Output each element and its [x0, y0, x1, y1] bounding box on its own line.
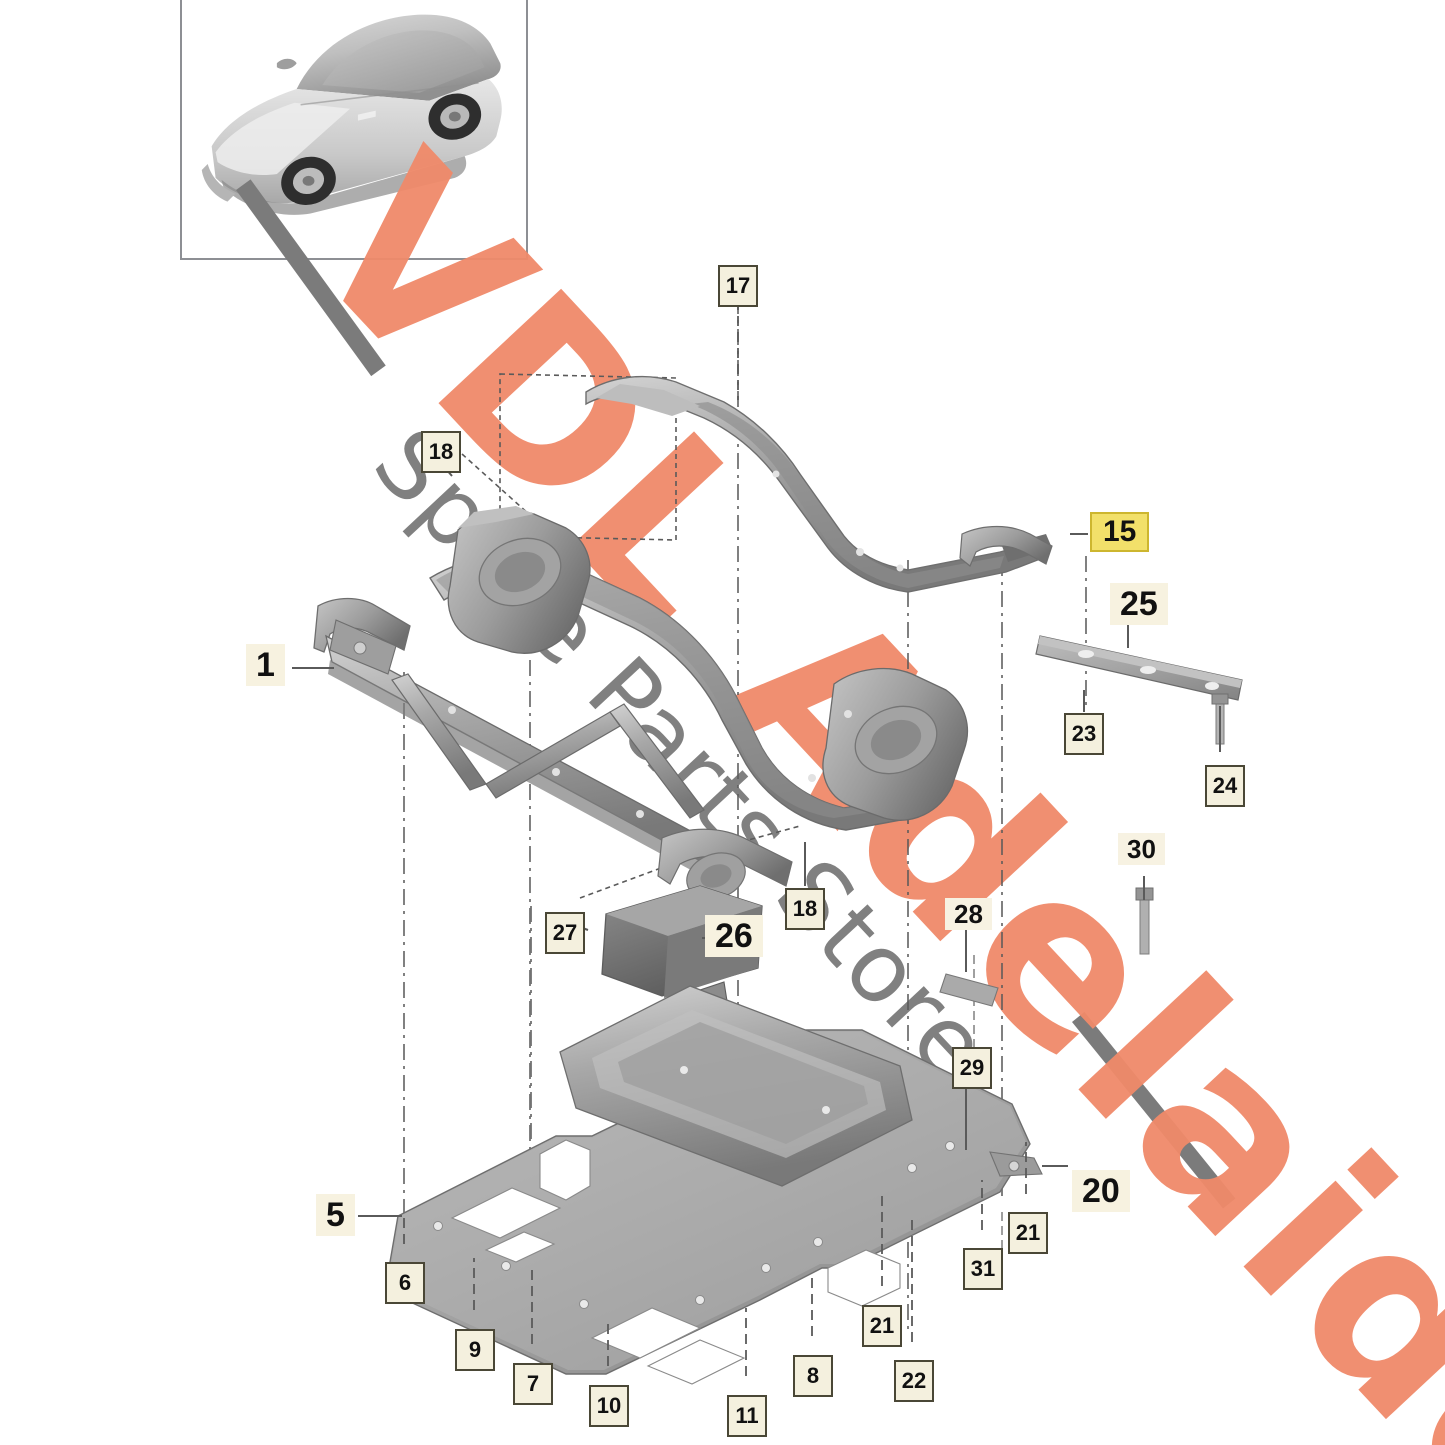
callout-23[interactable]: 23 [1064, 713, 1104, 755]
callout-22[interactable]: 22 [894, 1360, 934, 1402]
part-17-strut [585, 375, 1052, 593]
part-24-bolt [1211, 693, 1229, 745]
part-28-shim-plate [939, 973, 999, 1007]
callout-17[interactable]: 17 [718, 265, 758, 307]
callout-30[interactable]: 30 [1118, 833, 1165, 865]
callout-9[interactable]: 9 [455, 1329, 495, 1371]
callout-11[interactable]: 11 [727, 1395, 767, 1437]
part-26-mount-block [601, 885, 763, 1033]
part-30-stud-bolt [1135, 887, 1154, 955]
callout-18-lower[interactable]: 18 [785, 888, 825, 930]
callout-8[interactable]: 8 [793, 1355, 833, 1397]
callout-25[interactable]: 25 [1110, 583, 1168, 625]
callout-6[interactable]: 6 [385, 1262, 425, 1304]
callout-7[interactable]: 7 [513, 1363, 553, 1405]
callout-15[interactable]: 15 [1090, 512, 1150, 552]
callout-26[interactable]: 26 [705, 915, 763, 957]
callout-24[interactable]: 24 [1205, 765, 1245, 807]
callout-1[interactable]: 1 [246, 644, 285, 686]
callout-5[interactable]: 5 [316, 1194, 355, 1236]
part-5-underbody-cover [389, 985, 1043, 1385]
callout-20[interactable]: 20 [1072, 1170, 1130, 1212]
watermark-store: Spare Parts Store [352, 408, 1011, 1103]
part-1-subframe [313, 506, 1053, 900]
watermark-brand: VDL Adelaide [259, 110, 1445, 1445]
vehicle-silhouette [201, 14, 502, 215]
vehicle-thumbnail-box [180, 0, 528, 260]
callout-10[interactable]: 10 [589, 1385, 629, 1427]
callout-28[interactable]: 28 [945, 898, 992, 930]
callout-29[interactable]: 29 [952, 1047, 992, 1089]
part-25-reinforcement-strip [1035, 635, 1243, 701]
callout-21-right[interactable]: 21 [1008, 1212, 1048, 1254]
callout-27[interactable]: 27 [545, 912, 585, 954]
callout-21-left[interactable]: 21 [862, 1305, 902, 1347]
callout-18-upper[interactable]: 18 [421, 431, 461, 473]
callout-31[interactable]: 31 [963, 1248, 1003, 1290]
